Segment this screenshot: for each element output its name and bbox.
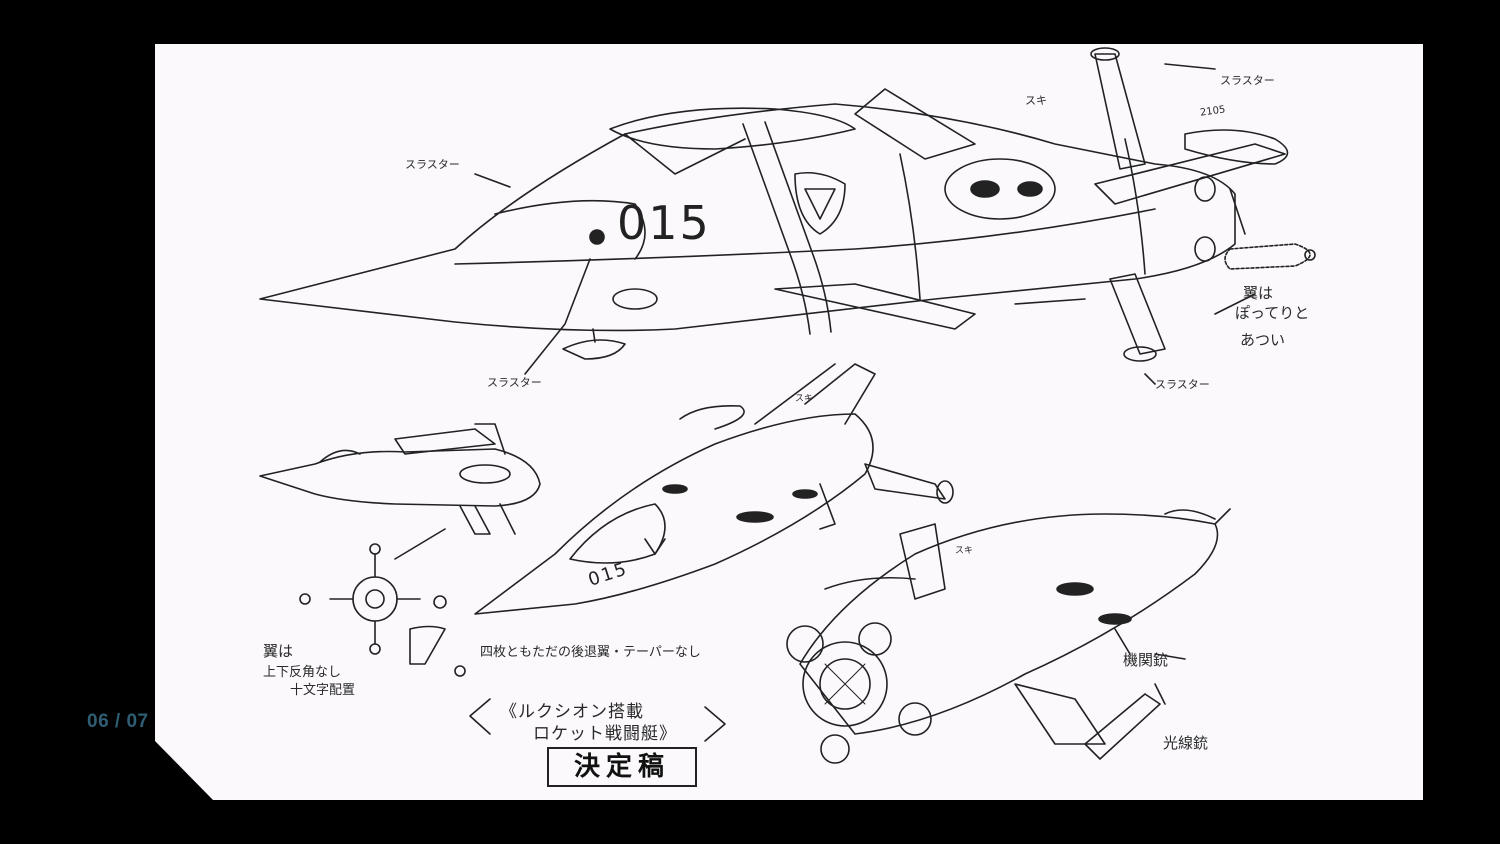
label-thruster-bottom-right: スラスター xyxy=(1155,378,1210,391)
perspective-ship-middle xyxy=(474,363,954,615)
page-counter: 06 / 07 xyxy=(87,711,149,732)
wing-detail xyxy=(409,625,446,665)
label-ski-middle: スキ xyxy=(795,394,814,404)
title-bracket-right xyxy=(704,706,726,742)
cross-note-line3: 十文字配置 xyxy=(290,683,356,698)
rear-view-ship xyxy=(786,508,1231,764)
side-view-ship xyxy=(259,423,541,535)
main-ship-lower-fin xyxy=(774,283,976,330)
slide-image[interactable]: 015 015 2105 スラスター スラスター スラスター スラスター スキ … xyxy=(155,44,1423,800)
cross-note-line1: 翼は xyxy=(263,642,294,660)
label-beam-gun: 光線銃 xyxy=(1163,734,1209,752)
title-line-1: 《ルクシオン搭載 xyxy=(500,702,644,722)
label-thruster-nose: スラスター xyxy=(405,158,460,171)
main-ship-right-wing xyxy=(1094,143,1286,205)
wing-note-line2: ぽってりと xyxy=(1235,304,1310,322)
detached-pod xyxy=(1224,243,1311,270)
title-bracket-left xyxy=(469,698,491,735)
wing-description: 四枚ともただの後退翼・テーパーなし xyxy=(480,645,701,660)
main-ship-star-band xyxy=(742,123,811,335)
final-draft-stamp: 決定稿 xyxy=(547,747,697,787)
label-machine-gun: 機関銃 xyxy=(1123,651,1169,669)
label-ski-top: スキ xyxy=(1025,94,1047,107)
serial-number-large: 015 xyxy=(617,196,711,250)
title-line-2: ロケット戦闘艇》 xyxy=(533,724,677,744)
wing-note-line3: あつい xyxy=(1240,331,1286,349)
main-ship-top-fin xyxy=(854,88,976,160)
label-thruster-top-right: スラスター xyxy=(1220,74,1275,87)
label-ski-lower: スキ xyxy=(955,546,974,556)
spaceship-line-drawing xyxy=(259,47,1316,764)
cross-note-line2: 上下反角なし xyxy=(263,665,342,680)
front-view-cross xyxy=(299,528,447,655)
label-thruster-chin: スラスター xyxy=(487,376,542,389)
wing-note-line1: 翼は xyxy=(1243,284,1274,302)
main-ship-fuselage xyxy=(259,103,1236,332)
